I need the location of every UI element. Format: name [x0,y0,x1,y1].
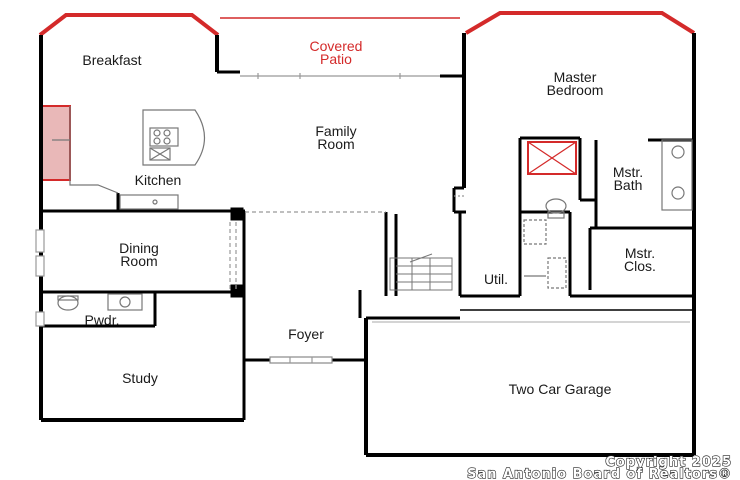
label-mstr-bath-2: Bath [614,177,643,193]
label-mstr-clos-2: Clos. [624,258,656,274]
label-kitchen: Kitchen [135,172,182,188]
room-labels: Breakfast Covered Patio Master Bedroom F… [82,38,656,397]
copyright-line-2: San Antonio Board of Realtors® [467,467,732,480]
label-util: Util. [484,271,508,287]
label-master-bedroom-1: Master [554,69,597,85]
label-family-room-1: Family [315,123,356,139]
copyright-line-1: Copyright 2025 [605,455,732,470]
bath-fixtures [57,139,693,311]
label-covered-patio-2: Patio [320,51,352,67]
label-foyer: Foyer [288,326,324,342]
exterior-walls [39,33,696,457]
label-dining-room-1: Dining [119,240,159,256]
copyright-watermark: Copyright 2025 San Antonio Board of Real… [467,454,732,480]
accent-walls [38,11,696,181]
label-dining-room-2: Room [120,253,157,269]
label-covered-patio-1: Covered [310,38,363,54]
label-study: Study [122,370,158,386]
label-two-car-garage: Two Car Garage [509,381,612,397]
label-mstr-clos-1: Mstr. [625,245,655,261]
label-mstr-bath-1: Mstr. [613,164,643,180]
label-pwdr: Pwdr. [84,312,119,328]
label-master-bedroom-2: Bedroom [547,82,604,98]
stairs [389,253,453,291]
kitchen-fixtures [52,106,206,210]
openings [35,73,690,364]
label-breakfast: Breakfast [82,52,141,68]
label-family-room-2: Room [317,136,354,152]
